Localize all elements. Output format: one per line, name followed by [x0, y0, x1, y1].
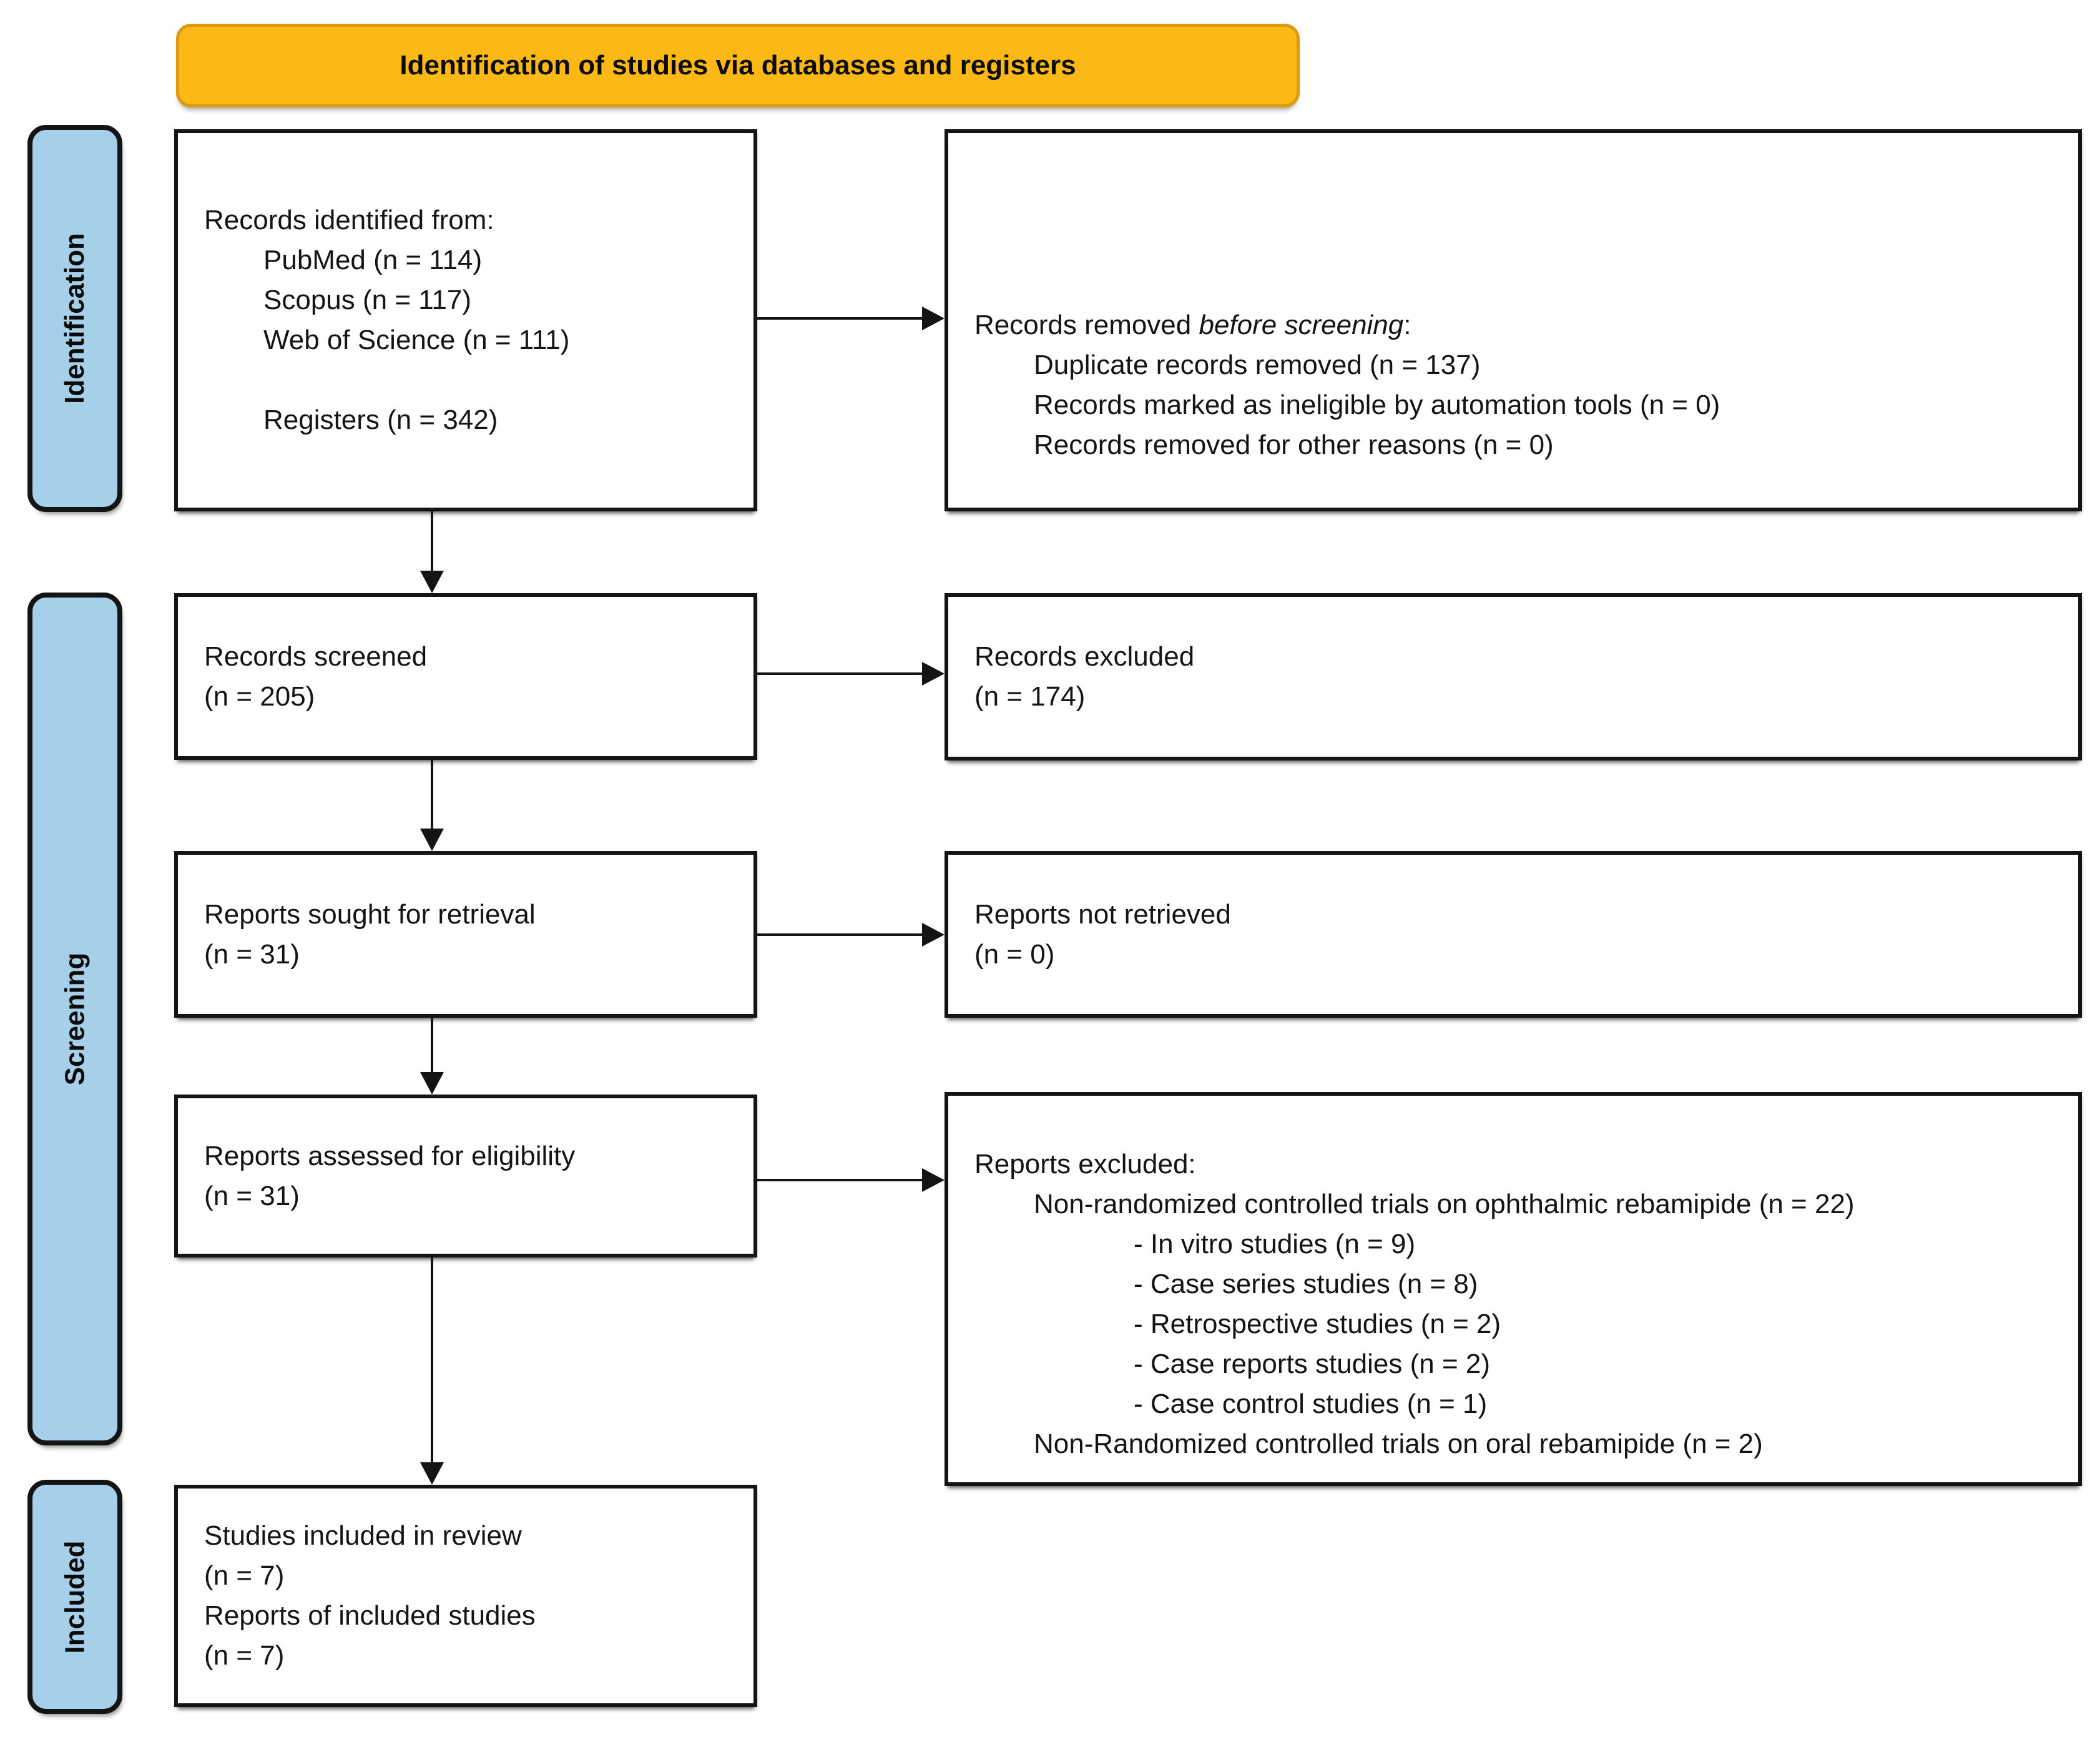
box-records-excluded: Records excluded (n = 174) — [945, 593, 2082, 760]
sidebar-screening-label: Screening — [59, 952, 90, 1086]
records-identified-item: Scopus (n = 117) — [263, 285, 472, 315]
reports-included-count: (n = 7) — [204, 1640, 285, 1671]
box-reports-excluded: Reports excluded: Non-randomized control… — [945, 1092, 2082, 1486]
arrow-identified-to-removed-shaft — [757, 317, 922, 320]
records-removed-title-prefix: Records removed — [974, 310, 1199, 340]
records-identified-item: Web of Science (n = 111) — [263, 325, 570, 355]
arrow-assessed-to-included-head — [420, 1462, 444, 1485]
records-excluded-count: (n = 174) — [974, 681, 1086, 712]
reports-included-line: Reports of included studies — [204, 1600, 536, 1631]
reports-assessed-count: (n = 31) — [204, 1180, 300, 1211]
records-identified-title: Records identified from: — [204, 205, 494, 235]
reports-excluded-dash-item: - Case series studies (n = 8) — [1134, 1268, 1478, 1299]
arrow-assessed-to-included-shaft — [431, 1257, 433, 1462]
arrow-sought-to-not-retrieved-head — [922, 923, 945, 947]
arrow-screened-to-sought-head — [420, 829, 444, 851]
sidebar-screening: Screening — [27, 593, 122, 1445]
records-removed-title-suffix: : — [1403, 310, 1411, 340]
reports-not-retrieved-line: Reports not retrieved — [974, 898, 1231, 930]
box-records-identified: Records identified from: PubMed (n = 114… — [174, 129, 757, 511]
arrow-screened-to-excluded-head — [922, 662, 945, 686]
sidebar-identification-label: Identification — [59, 233, 90, 404]
arrow-sought-to-not-retrieved-shaft — [757, 933, 922, 936]
reports-excluded-dash-item: - Retrospective studies (n = 2) — [1134, 1308, 1501, 1339]
records-screened-count: (n = 205) — [204, 681, 315, 712]
reports-excluded-group-oral: Non-Randomized controlled trials on oral… — [1034, 1428, 1763, 1459]
sidebar-included: Included — [27, 1480, 122, 1714]
banner-title: Identification of studies via databases … — [400, 50, 1076, 81]
box-reports-not-retrieved: Reports not retrieved (n = 0) — [945, 851, 2082, 1018]
records-removed-item: Records removed for other reasons (n = 0… — [1034, 430, 1554, 460]
blank-line — [204, 360, 736, 400]
arrow-sought-to-assessed-shaft — [431, 1018, 433, 1072]
box-records-screened: Records screened (n = 205) — [174, 593, 757, 760]
arrow-assessed-to-excluded-shaft — [757, 1179, 922, 1181]
reports-sought-line: Reports sought for retrieval — [204, 898, 536, 930]
reports-excluded-group-ophthalmic: Non-randomized controlled trials on opht… — [1034, 1188, 1855, 1219]
arrow-screened-to-sought-shaft — [431, 760, 433, 829]
arrow-assessed-to-excluded-head — [922, 1168, 945, 1192]
records-removed-item: Duplicate records removed (n = 137) — [1034, 350, 1481, 380]
records-excluded-line: Records excluded — [974, 641, 1195, 672]
box-reports-assessed: Reports assessed for eligibility (n = 31… — [174, 1095, 757, 1257]
studies-included-count: (n = 7) — [204, 1560, 285, 1591]
arrow-screened-to-excluded-shaft — [757, 672, 922, 675]
reports-excluded-dash-item: - Case reports studies (n = 2) — [1134, 1348, 1491, 1379]
arrow-identified-to-removed-head — [922, 307, 945, 330]
records-removed-item: Records marked as ineligible by automati… — [1034, 390, 1720, 420]
arrow-sought-to-assessed-head — [420, 1072, 444, 1095]
arrow-identified-to-screened-shaft — [431, 511, 433, 571]
reports-not-retrieved-count: (n = 0) — [974, 938, 1055, 970]
box-studies-included: Studies included in review (n = 7) Repor… — [174, 1485, 757, 1707]
box-reports-sought: Reports sought for retrieval (n = 31) — [174, 851, 757, 1018]
records-removed-title-italic: before screening — [1199, 310, 1404, 340]
reports-sought-count: (n = 31) — [204, 938, 300, 970]
records-screened-line: Records screened — [204, 641, 428, 672]
records-removed-title: Records removed before screening: — [974, 305, 2061, 345]
studies-included-line: Studies included in review — [204, 1520, 522, 1551]
sidebar-included-label: Included — [59, 1540, 90, 1653]
reports-excluded-dash-item: - Case control studies (n = 1) — [1134, 1388, 1488, 1419]
records-identified-item: PubMed (n = 114) — [263, 245, 483, 275]
box-records-removed: Records removed before screening: Duplic… — [945, 129, 2082, 511]
reports-excluded-dash-item: - In vitro studies (n = 9) — [1134, 1228, 1416, 1259]
banner: Identification of studies via databases … — [176, 24, 1300, 107]
reports-assessed-line: Reports assessed for eligibility — [204, 1140, 576, 1171]
sidebar-identification: Identification — [27, 125, 122, 512]
reports-excluded-title: Reports excluded: — [974, 1148, 1196, 1179]
arrow-identified-to-screened-head — [420, 571, 444, 593]
records-identified-registers: Registers (n = 342) — [263, 405, 498, 435]
